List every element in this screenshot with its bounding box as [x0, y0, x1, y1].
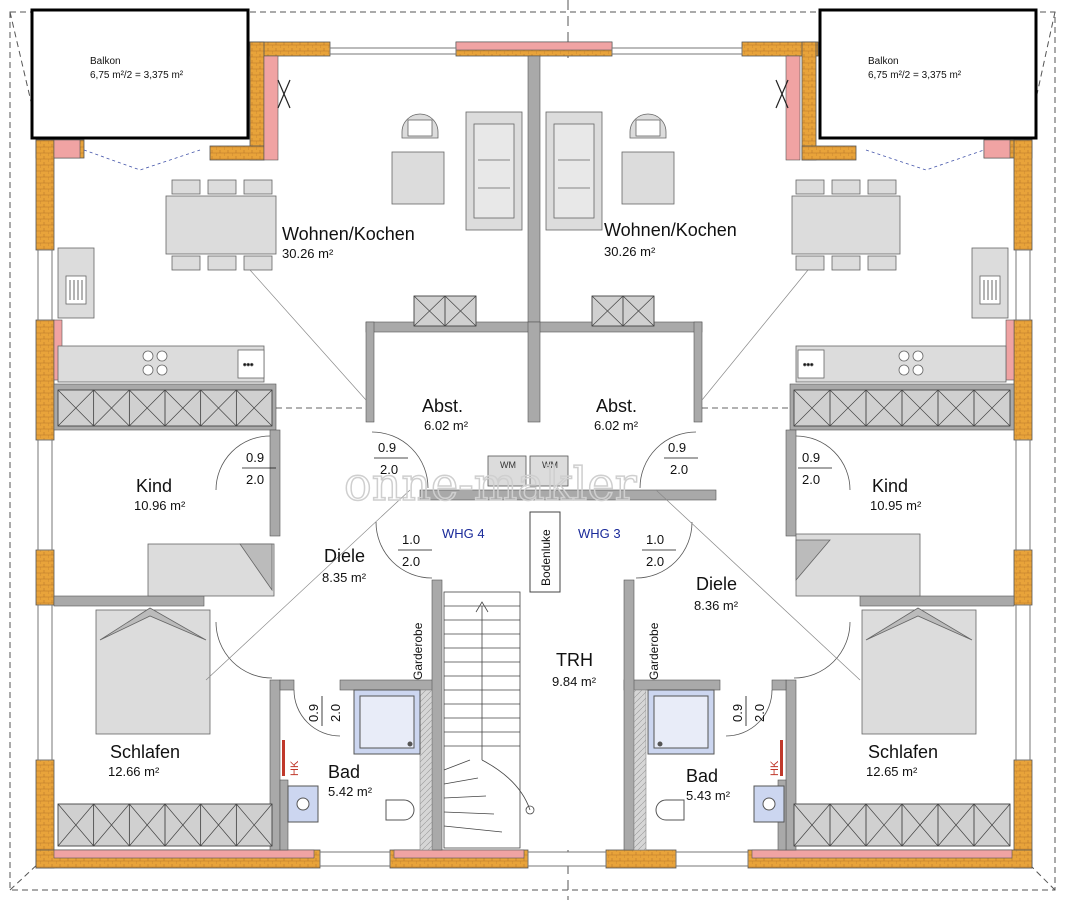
door-entry-right-height: 2.0 [646, 554, 664, 569]
balcony-right-area: 6,75 m²/2 = 3,375 m² [868, 70, 962, 81]
door-swings [215, 431, 851, 737]
door-abst-right-width: 0.9 [668, 440, 686, 455]
balcony-door-markers [277, 79, 789, 109]
door-bad-right-height: 2.0 [752, 704, 767, 722]
room-area-kind-left: 10.96 m² [134, 498, 186, 513]
balcony-doors [83, 149, 985, 171]
beds [95, 533, 977, 735]
garderobe-left-label: Garderobe [411, 622, 425, 680]
hk-right-label: HK [769, 760, 781, 776]
balcony-left: Balkon 6,75 m²/2 = 3,375 m² [30, 8, 250, 140]
living-furniture [391, 111, 675, 231]
room-name-schlafen-right: Schlafen [868, 742, 938, 762]
door-labels: 0.9 2.0 0.9 2.0 0.9 2.0 0.9 2.0 1.0 2.0 … [242, 440, 832, 726]
room-name-wohnen-right: Wohnen/Kochen [604, 220, 737, 240]
room-name-wohnen-left: Wohnen/Kochen [282, 224, 415, 244]
room-name-bad-right: Bad [686, 766, 718, 786]
door-entry-right-width: 1.0 [646, 532, 664, 547]
whg4-label: WHG 4 [442, 526, 485, 541]
whg3-label: WHG 3 [578, 526, 621, 541]
wardrobes [57, 295, 1011, 847]
kitchen-right: ••• [795, 247, 1009, 383]
sight-lines [205, 269, 861, 681]
door-kind-right-width: 0.9 [802, 450, 820, 465]
room-area-diele-left: 8.35 m² [322, 570, 367, 585]
room-name-diele-left: Diele [324, 546, 365, 566]
heaters [282, 740, 783, 776]
dining-right [791, 179, 901, 271]
watermark: onne-makler [344, 457, 637, 511]
room-name-bad-left: Bad [328, 762, 360, 782]
door-kind-left-height: 2.0 [246, 472, 264, 487]
room-area-diele-right: 8.36 m² [694, 598, 739, 613]
stove-dots-left: ••• [243, 360, 254, 371]
kitchen-left: ••• [57, 247, 265, 383]
balcony-left-area: 6,75 m²/2 = 3,375 m² [90, 70, 184, 81]
door-bad-left-width: 0.9 [306, 704, 321, 722]
wm-left-label: WM [500, 460, 516, 470]
door-kind-left-width: 0.9 [246, 450, 264, 465]
room-labels: Wohnen/Kochen 30.26 m² Wohnen/Kochen 30.… [108, 220, 938, 803]
room-name-kind-right: Kind [872, 476, 908, 496]
bath-fixtures [287, 689, 785, 823]
room-area-abst-right: 6.02 m² [594, 418, 639, 433]
door-bad-right-width: 0.9 [730, 704, 745, 722]
room-area-schlafen-left: 12.66 m² [108, 764, 160, 779]
room-area-bad-left: 5.42 m² [328, 784, 373, 799]
room-area-abst-left: 6.02 m² [424, 418, 469, 433]
bath-hatch [419, 689, 647, 851]
balcony-right-title: Balkon [868, 56, 899, 67]
washing-machines [487, 455, 569, 487]
door-abst-left-width: 0.9 [378, 440, 396, 455]
bodenluke-box [529, 511, 561, 593]
door-entry-left-height: 2.0 [402, 554, 420, 569]
room-area-kind-right: 10.95 m² [870, 498, 922, 513]
door-bad-left-height: 2.0 [328, 704, 343, 722]
dining-left [165, 179, 277, 271]
garderobe-right-label: Garderobe [647, 622, 661, 680]
room-name-abst-right: Abst. [596, 396, 637, 416]
room-name-diele-right: Diele [696, 574, 737, 594]
room-area-wohnen-right: 30.26 m² [604, 244, 656, 259]
door-kind-right-height: 2.0 [802, 472, 820, 487]
room-name-abst-left: Abst. [422, 396, 463, 416]
hk-left-label: HK [289, 760, 301, 776]
room-area-wohnen-left: 30.26 m² [282, 246, 334, 261]
door-entry-left-width: 1.0 [402, 532, 420, 547]
windows [37, 47, 1031, 867]
room-name-trh: TRH [556, 650, 593, 670]
room-area-trh: 9.84 m² [552, 674, 597, 689]
wm-right-label: WM [542, 460, 558, 470]
door-abst-left-height: 2.0 [380, 462, 398, 477]
room-area-bad-right: 5.43 m² [686, 788, 731, 803]
room-name-kind-left: Kind [136, 476, 172, 496]
room-area-schlafen-right: 12.65 m² [866, 764, 918, 779]
balcony-left-title: Balkon [90, 56, 121, 67]
door-abst-right-height: 2.0 [670, 462, 688, 477]
stove-dots-right: ••• [803, 360, 814, 371]
bodenluke-label: Bodenluke [539, 529, 553, 586]
balcony-right: Balkon 6,75 m²/2 = 3,375 m² [818, 8, 1038, 140]
room-name-schlafen-left: Schlafen [110, 742, 180, 762]
staircase [443, 591, 535, 849]
